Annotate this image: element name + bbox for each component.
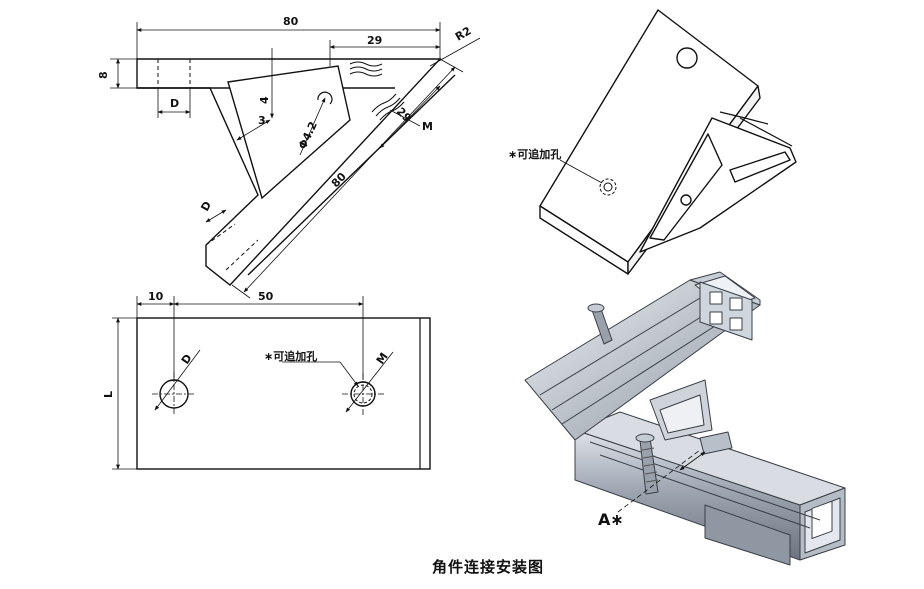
dim-29-upper: 29: [367, 34, 382, 47]
hidden-hole-top: [157, 59, 191, 88]
dim-4: 4: [258, 96, 271, 104]
assembly-label-a: A∗: [598, 510, 624, 529]
dim-29-side: 29: [394, 105, 414, 125]
dim-8: 8: [97, 71, 110, 79]
assembly-view: [524, 271, 846, 566]
dim-m: M: [422, 120, 433, 133]
iso-view: [539, 9, 797, 275]
plate-note: ∗可追加孔: [264, 349, 317, 363]
dim-3: 3: [258, 114, 266, 127]
dim-r2: R2: [453, 24, 473, 43]
figure-caption: 角件连接安装图: [432, 558, 544, 576]
dim-top-80: 80: [283, 15, 299, 28]
plate-view: [112, 296, 431, 470]
iso-hole-top: [676, 47, 698, 69]
plate-outline: [136, 317, 431, 470]
dim-d-bottom: D: [198, 199, 214, 213]
dim-l: L: [102, 391, 115, 398]
dim-d-top: D: [170, 97, 179, 110]
dim-50: 50: [258, 290, 274, 303]
side-view: [110, 22, 481, 299]
dim-10: 10: [148, 290, 164, 303]
assembly-callout: [617, 449, 706, 513]
iso-note: ∗可追加孔: [508, 147, 561, 161]
